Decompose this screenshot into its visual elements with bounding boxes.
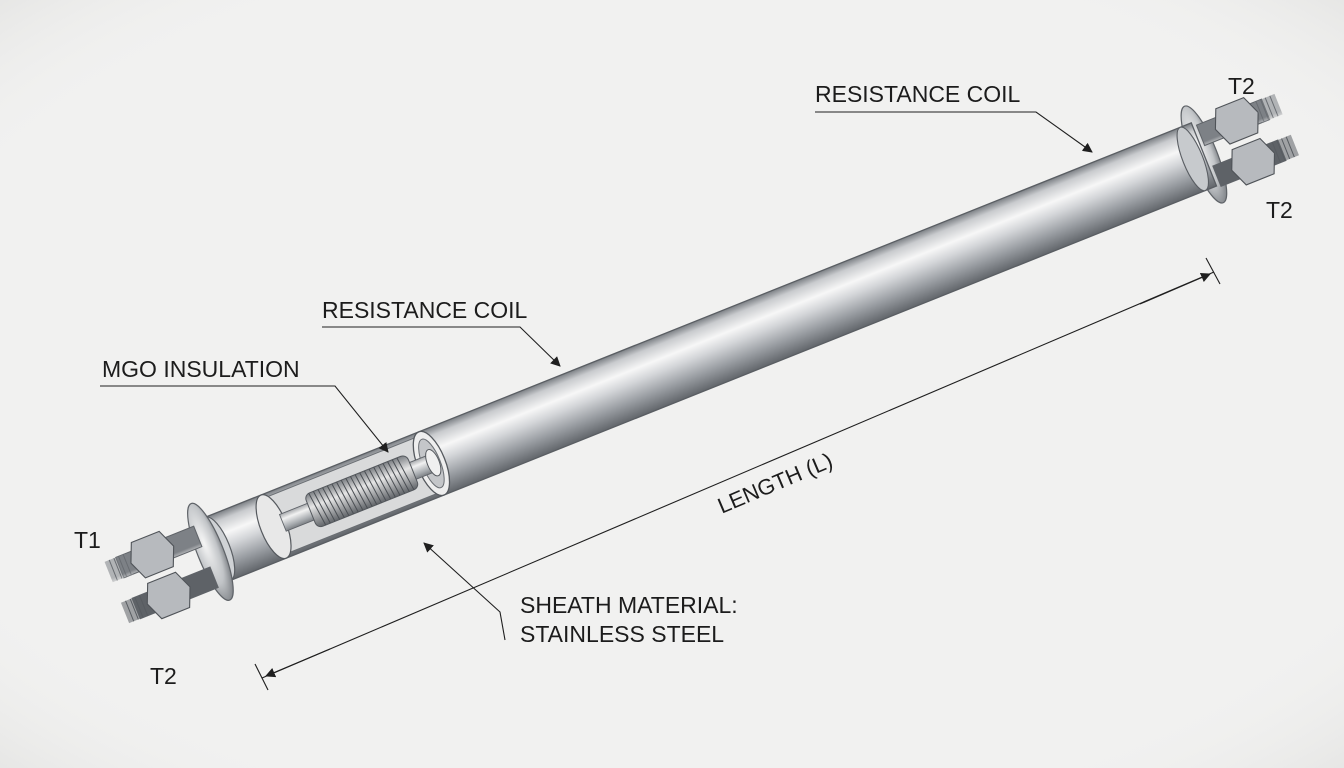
length-tick-left [254, 663, 269, 691]
label-terminal-t2-right: T2 [1266, 197, 1293, 223]
length-line [261, 271, 1215, 679]
left-nut-t2 [146, 571, 191, 620]
right-nut-bottom [1231, 137, 1276, 186]
cutaway-section [255, 430, 451, 560]
left-flange [187, 502, 234, 601]
left-terminals [104, 525, 219, 624]
leader-resistance-coil-top [815, 111, 1093, 153]
leader-mgo-insulation [100, 385, 389, 453]
label-sheath-material: SHEATH MATERIAL: [520, 592, 738, 618]
label-resistance-coil-top: RESISTANCE COIL [815, 81, 1021, 107]
left-nut-t1 [130, 530, 175, 579]
leader-lines [100, 111, 1093, 641]
label-stainless-steel: STAINLESS STEEL [520, 621, 724, 647]
label-terminal-t2-bottom: T2 [150, 663, 177, 689]
label-mgo-insulation: MGO INSULATION [102, 356, 300, 382]
right-nut-top [1214, 96, 1259, 145]
length-tick-right [1205, 257, 1221, 285]
label-resistance-coil-mid: RESISTANCE COIL [322, 297, 528, 323]
right-terminals [1195, 93, 1299, 188]
label-terminal-t2-top: T2 [1228, 73, 1255, 99]
heater-assembly [104, 93, 1299, 624]
leader-sheath-material [423, 542, 506, 641]
leader-resistance-coil-mid [322, 326, 561, 367]
label-terminal-t1: T1 [74, 527, 101, 553]
